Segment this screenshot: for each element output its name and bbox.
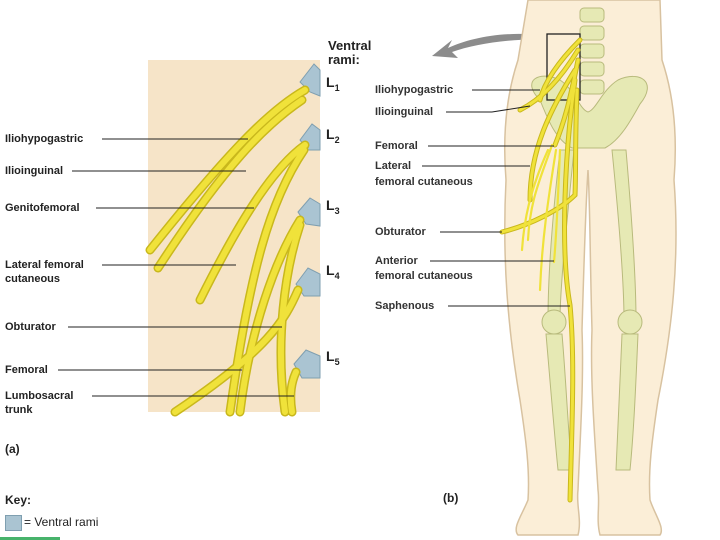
key-ventral-rami-label: = Ventral rami bbox=[24, 515, 99, 529]
root-label-l3: L3 bbox=[326, 197, 340, 216]
key-title: Key: bbox=[5, 493, 32, 507]
label-b-obturator: Obturator bbox=[375, 226, 426, 238]
nerve-a-obturator bbox=[277, 222, 303, 415]
nerve-a-femoral bbox=[237, 217, 303, 415]
root-label-l5: L5 bbox=[326, 348, 340, 367]
label-a-iliohypogastric: Iliohypogastric bbox=[5, 133, 84, 145]
ventral-rami-header-line2: rami: bbox=[328, 52, 360, 67]
label-b-anterior-line2: femoral cutaneous bbox=[375, 270, 473, 282]
nerve-a-ilioinguinal bbox=[155, 97, 305, 271]
nerve-a-genitofemoral bbox=[197, 142, 308, 303]
panel-b-leaders bbox=[422, 89, 570, 307]
nerve-a-accessory bbox=[172, 287, 301, 415]
connector-arrow bbox=[432, 33, 548, 58]
label-a-obturator: Obturator bbox=[5, 321, 56, 333]
nerve-b-saphenous bbox=[563, 78, 577, 502]
key-ventral-rami-swatch bbox=[5, 515, 22, 531]
label-a-lateral-femoral-line2: cutaneous bbox=[5, 273, 61, 285]
ventral-ramus-l5 bbox=[293, 349, 321, 379]
label-a-lumbosacral-line2: trunk bbox=[5, 404, 33, 416]
ventral-rami-header-line1: Ventral bbox=[328, 38, 372, 53]
label-b-saphenous: Saphenous bbox=[375, 300, 435, 312]
label-a-femoral: Femoral bbox=[5, 364, 48, 376]
root-label-l2: L2 bbox=[326, 126, 340, 145]
panel-b-letter: (b) bbox=[443, 491, 459, 505]
label-b-femoral: Femoral bbox=[375, 140, 418, 152]
root-label-l4: L4 bbox=[326, 262, 340, 281]
label-a-lateral-femoral-line1: Lateral femoral bbox=[5, 259, 84, 271]
bottom-accent-bar bbox=[0, 537, 60, 540]
label-b-anterior-line1: Anterior bbox=[375, 255, 418, 267]
label-a-genitofemoral: Genitofemoral bbox=[5, 202, 80, 214]
panel-a-leaders bbox=[58, 138, 294, 397]
label-a-ilioinguinal: Ilioinguinal bbox=[5, 165, 64, 177]
panel-a-nerves bbox=[145, 85, 310, 417]
nerve-a-iliohypogastric bbox=[147, 87, 308, 253]
label-b-lateral-line1: Lateral bbox=[375, 160, 412, 172]
label-a-lumbosacral-line1: Lumbosacral bbox=[5, 390, 74, 402]
nerve-b-lateral-femoral bbox=[528, 68, 577, 202]
nerve-a-lateral-femoral bbox=[227, 147, 307, 415]
panel-a-letter: (a) bbox=[5, 442, 20, 456]
body-figure bbox=[504, 0, 677, 536]
label-b-iliohypogastric: Iliohypogastric bbox=[375, 84, 454, 96]
label-b-lateral-line2: femoral cutaneous bbox=[375, 176, 473, 188]
nerve-a-lumbosacral bbox=[287, 369, 299, 415]
root-label-l1: L1 bbox=[326, 74, 340, 93]
label-b-ilioinguinal: Ilioinguinal bbox=[375, 106, 434, 118]
ventral-rami-marks bbox=[293, 63, 321, 379]
